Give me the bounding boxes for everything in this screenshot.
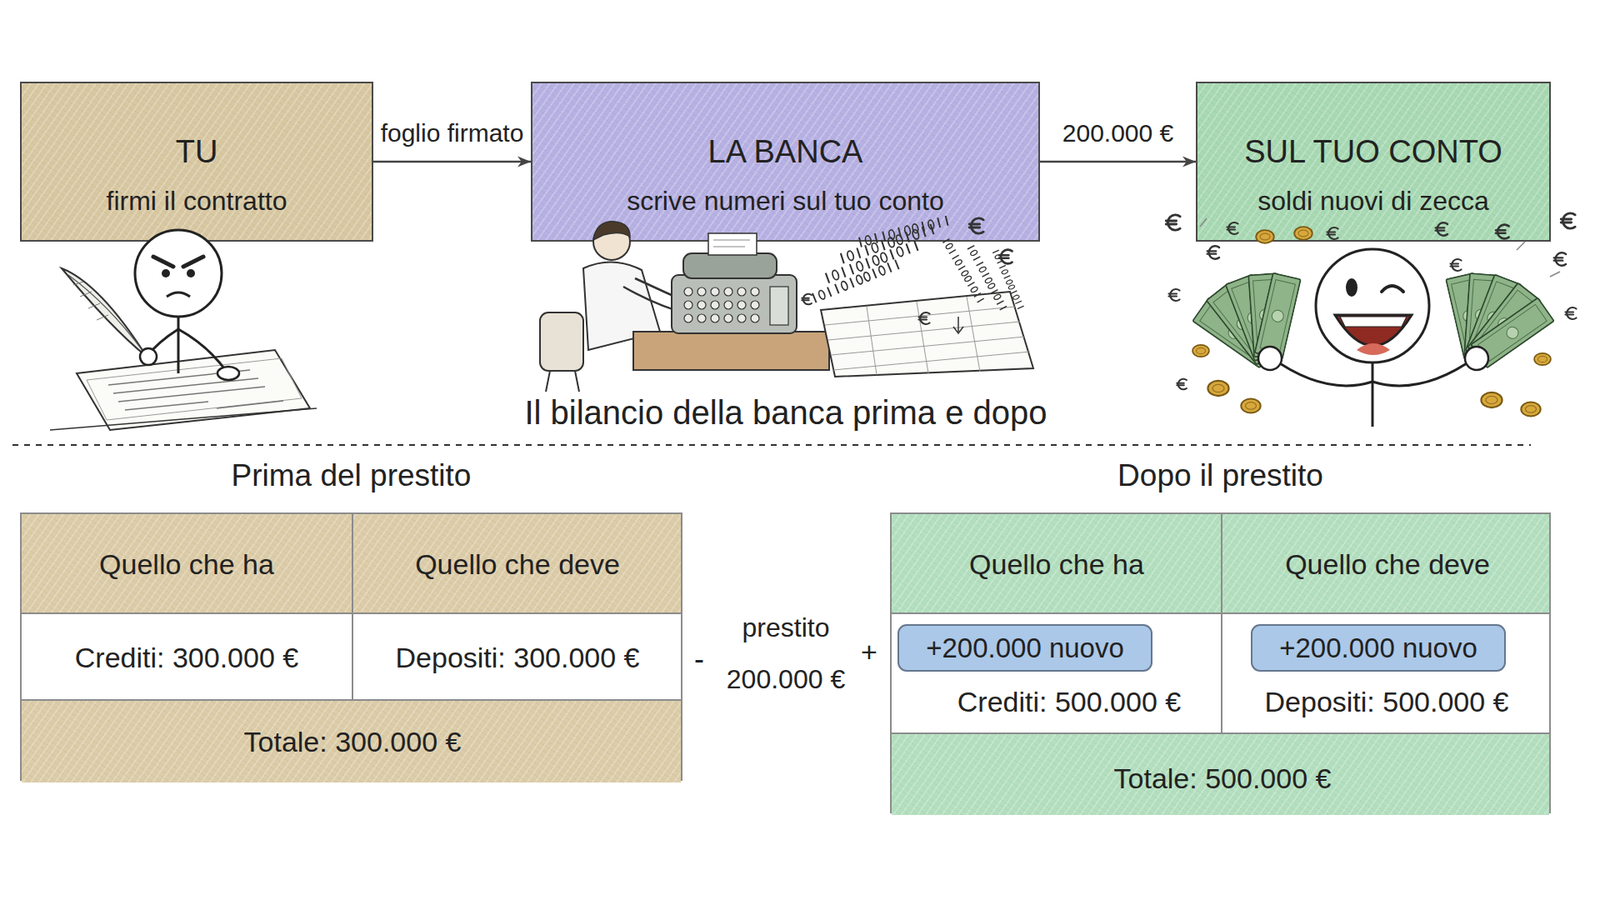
banker-body: [583, 261, 660, 350]
balance-table: Prima del prestitoQuello che haQuello ch…: [20, 512, 683, 781]
plus-sign: +: [860, 635, 878, 670]
table-cell: Depositi: 500.000 €: [1265, 685, 1510, 720]
ledger: [820, 291, 1034, 377]
table-cell: Crediti: 500.000 €: [957, 685, 1181, 720]
quill: [61, 268, 147, 357]
banker-head: [593, 223, 630, 260]
table-total-cell: Totale: 500.000 €: [1114, 761, 1332, 796]
minus-sign: -: [694, 640, 705, 677]
table-header-cell: Quello che deve: [415, 547, 620, 582]
actor-box: TU firmi il contratto: [20, 81, 374, 242]
coins: [1192, 226, 1551, 416]
box-subtext: firmi il contratto: [106, 184, 288, 218]
signing-figure: [50, 230, 317, 430]
box-subtext: scrive numeri sul tuo conto: [626, 184, 945, 218]
contract-paper: [76, 350, 310, 430]
flow-arrow: [1040, 160, 1196, 164]
column-divider: [351, 514, 354, 701]
table-cell: Depositi: 300.000 €: [395, 640, 640, 675]
box-heading: SUL TUO CONTO: [1244, 133, 1503, 170]
table-heading: Prima del prestito: [21, 457, 681, 495]
happy-figure: [1165, 213, 1576, 427]
box-heading: LA BANCA: [708, 133, 864, 170]
section-heading: Il bilancio della banca prima e dopo: [524, 392, 1047, 433]
desk: [633, 331, 830, 370]
box-heading: TU: [175, 133, 219, 170]
edge-label: 200.000 €: [1062, 118, 1174, 149]
edge-label: foglio firmato: [380, 118, 525, 149]
binary-stream: [812, 215, 1025, 310]
loan-note: prestito 200.000 €: [715, 601, 857, 705]
table-header-cell: Quello che ha: [969, 547, 1145, 582]
result-box: SUL TUO CONTO soldi nuovi di zecca: [1195, 81, 1551, 242]
table-heading: Dopo il prestito: [891, 457, 1550, 495]
stick-figure-head: [1315, 249, 1430, 363]
process-box: LA BANCA scrive numeri sul tuo conto: [530, 81, 1040, 242]
balance-table: Dopo il prestito+200.000 nuovo+200.000 n…: [890, 512, 1551, 814]
flow-arrow: [373, 160, 531, 164]
dashed-separator: [12, 444, 1531, 446]
banker-illustration: [540, 215, 1034, 392]
chair: [540, 312, 584, 371]
table-total-cell: Totale: 300.000 €: [244, 725, 462, 760]
banknote-fan: [1192, 273, 1301, 369]
change-text: +200.000 nuovo: [925, 631, 1125, 665]
box-subtext: soldi nuovi di zecca: [1257, 184, 1489, 218]
euro-symbols: [1165, 213, 1576, 390]
banknote-fan: [1445, 273, 1555, 369]
adding-machine: [671, 275, 797, 334]
change-pill: +200.000 nuovo: [897, 624, 1153, 672]
table-header-cell: Quello che deve: [1285, 547, 1490, 582]
change-text: +200.000 nuovo: [1279, 631, 1478, 665]
column-divider: [1220, 514, 1223, 735]
stick-figure-head: [135, 230, 222, 317]
table-header-cell: Quello che ha: [99, 547, 275, 582]
table-cell: Crediti: 300.000 €: [75, 640, 299, 675]
change-pill: +200.000 nuovo: [1250, 624, 1506, 672]
